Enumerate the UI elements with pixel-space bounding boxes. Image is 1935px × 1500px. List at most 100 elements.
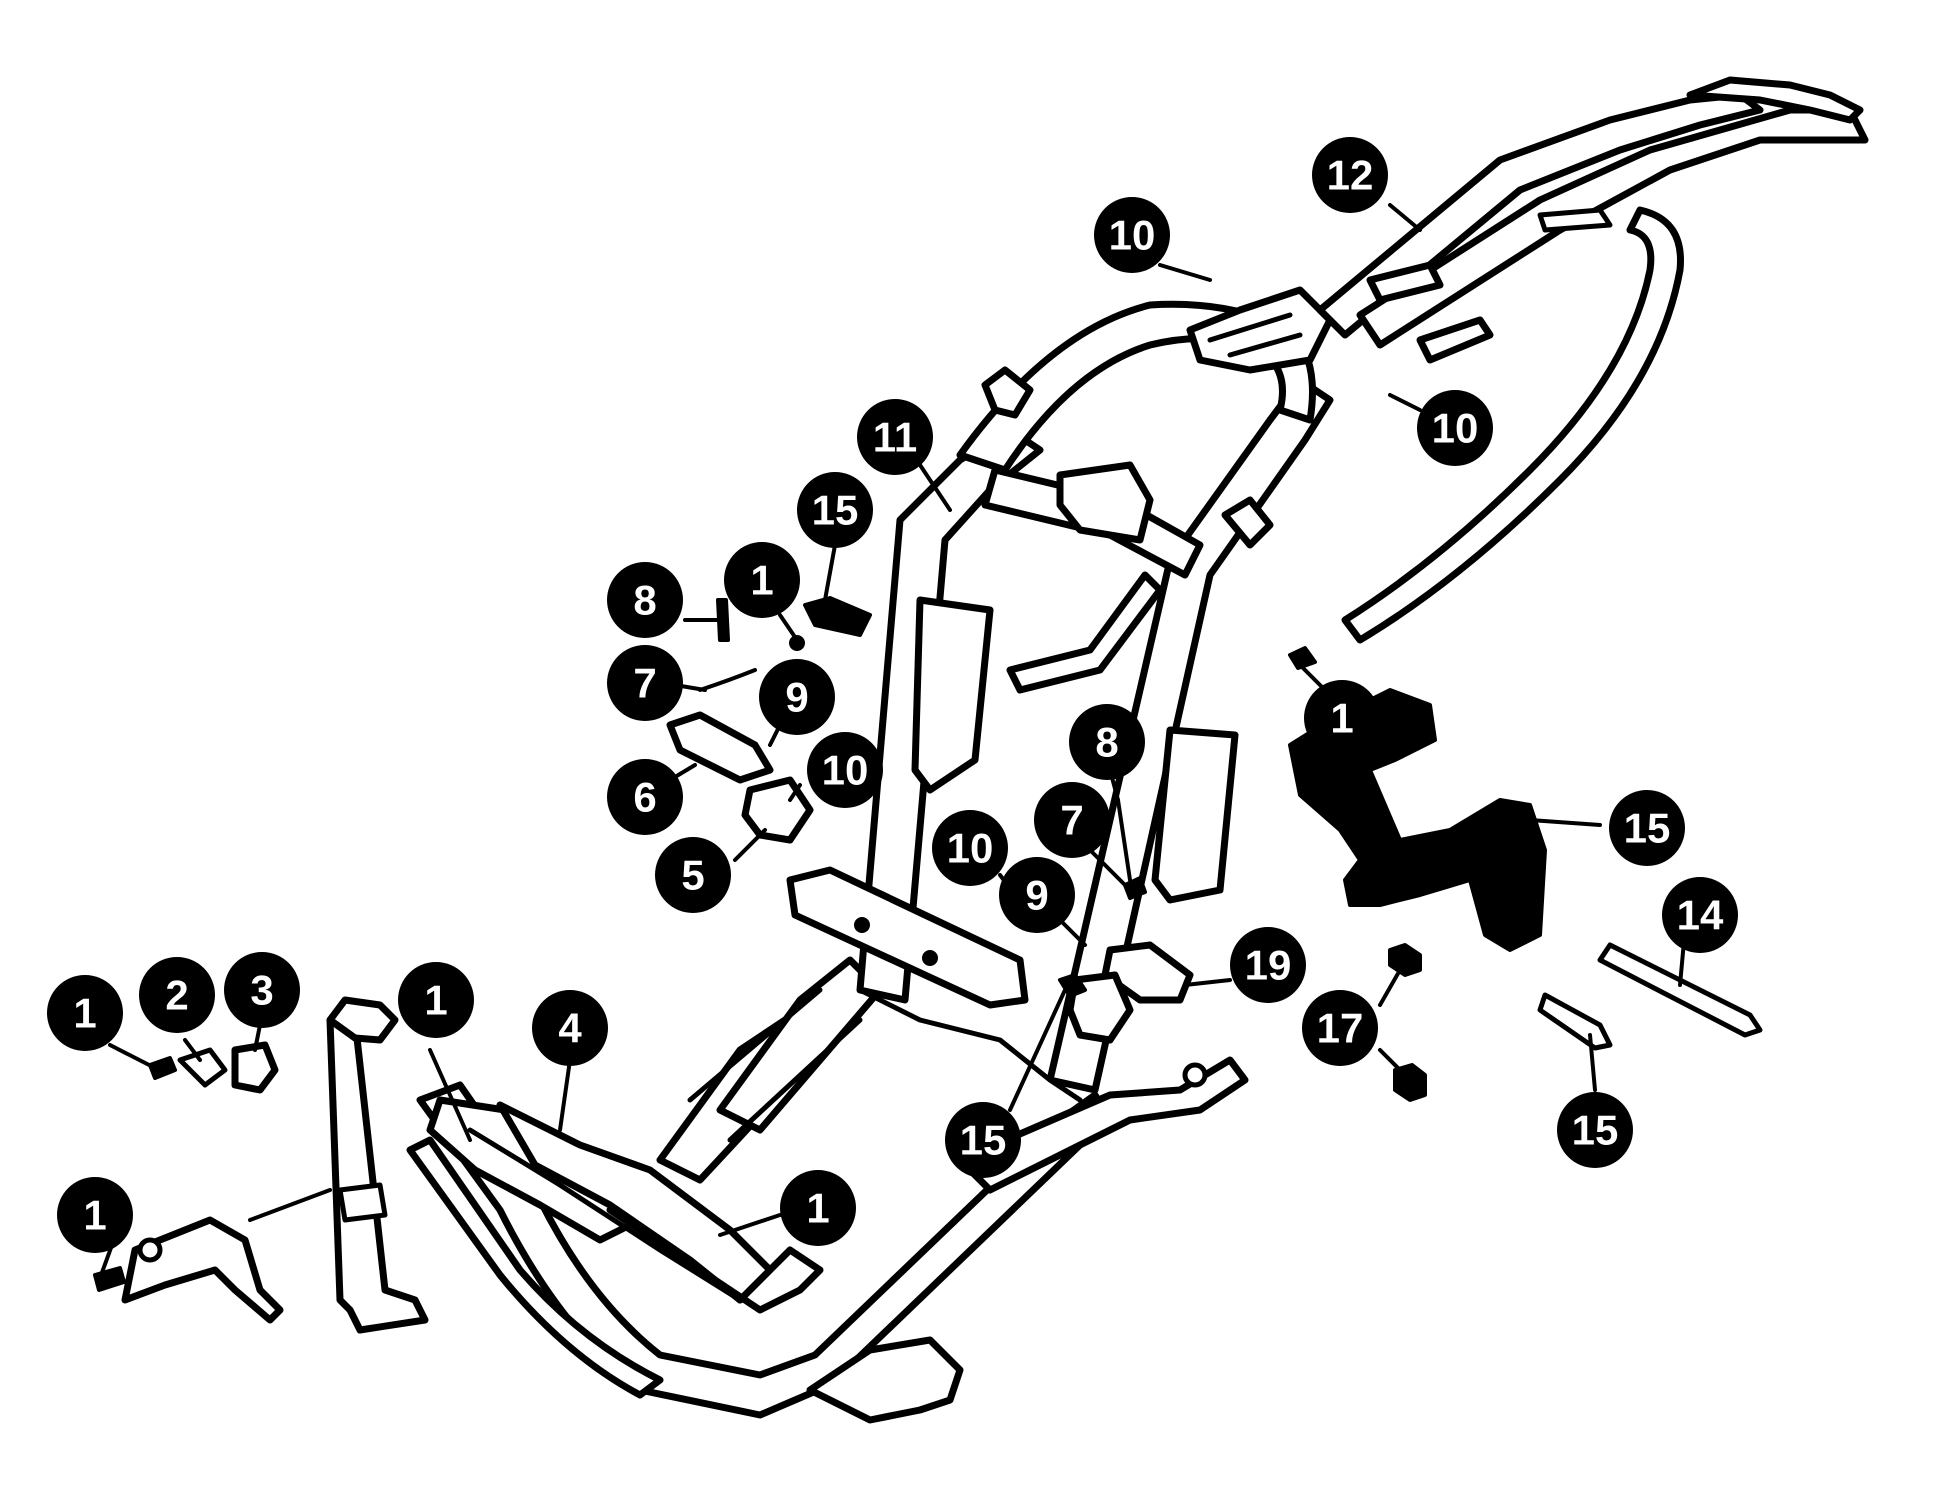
clamp-piece-2 bbox=[177, 1047, 228, 1088]
callout-1: 1 bbox=[57, 1177, 133, 1253]
leader-c10c bbox=[1388, 393, 1422, 412]
callout-9: 9 bbox=[999, 857, 1075, 933]
callout-label: 1 bbox=[1330, 695, 1353, 742]
center-gusset-left bbox=[911, 596, 994, 794]
callout-1: 1 bbox=[47, 975, 123, 1051]
bolt-part-15-upper-left bbox=[803, 596, 872, 637]
nut-part-17-lower bbox=[1393, 1063, 1427, 1102]
swingarm-pivot-bracket bbox=[1288, 688, 1547, 952]
callout-10: 10 bbox=[932, 810, 1008, 886]
bolt-part-8-left bbox=[716, 598, 730, 642]
callout-label: 12 bbox=[1327, 152, 1374, 199]
callout-label: 1 bbox=[83, 1192, 106, 1239]
callout-2: 2 bbox=[139, 957, 215, 1033]
callout-label: 3 bbox=[250, 967, 273, 1014]
leader-c15d bbox=[1588, 1033, 1597, 1092]
leader-lines bbox=[98, 203, 1687, 1280]
callout-10: 10 bbox=[807, 732, 883, 808]
rear-subframe-tab-1 bbox=[1366, 261, 1444, 304]
callout-label: 2 bbox=[165, 972, 188, 1019]
callout-15: 15 bbox=[797, 472, 873, 548]
leader-c5 bbox=[733, 828, 767, 862]
pin-part-7-left bbox=[698, 668, 757, 692]
center-gusset-right bbox=[1151, 726, 1239, 904]
cross-member-hole-1 bbox=[854, 917, 870, 933]
callout-10: 10 bbox=[1417, 390, 1493, 466]
leader-c1a bbox=[108, 1043, 157, 1070]
callout-label: 9 bbox=[785, 674, 808, 721]
callout-label: 17 bbox=[1317, 1005, 1364, 1052]
callout-label: 10 bbox=[1109, 212, 1156, 259]
callout-1: 1 bbox=[398, 962, 474, 1038]
callout-7: 7 bbox=[1034, 782, 1110, 858]
leader-c4 bbox=[558, 1058, 572, 1132]
callout-label: 8 bbox=[1095, 719, 1118, 766]
front-mount-to-head bbox=[248, 1188, 332, 1222]
rear-loop-rail bbox=[1341, 206, 1684, 644]
front-mount-bracket bbox=[121, 1216, 284, 1324]
callout-3: 3 bbox=[224, 952, 300, 1028]
rear-subframe-tail bbox=[1686, 76, 1864, 124]
callout-1: 1 bbox=[1304, 680, 1380, 756]
footrest-left bbox=[666, 711, 774, 784]
callout-label: 11 bbox=[873, 414, 917, 461]
leader-c1d bbox=[98, 1243, 114, 1280]
callout-15: 15 bbox=[1609, 790, 1685, 866]
bolt-part-1-right bbox=[1288, 646, 1317, 670]
footrest-bracket-left bbox=[741, 776, 814, 844]
callout-9: 9 bbox=[759, 659, 835, 735]
leader-c19 bbox=[1183, 978, 1232, 987]
leader-c1b bbox=[428, 1048, 472, 1142]
front-floor-box-3 bbox=[606, 1206, 824, 1314]
leader-c15b bbox=[1528, 818, 1602, 827]
leader-c17-up bbox=[1378, 968, 1402, 1007]
callout-label: 15 bbox=[960, 1117, 1007, 1164]
leader-c15c bbox=[1008, 988, 1067, 1112]
callout-label: 10 bbox=[1432, 405, 1479, 452]
side-tab-right bbox=[1221, 496, 1274, 549]
callout-5: 5 bbox=[655, 837, 731, 913]
leader-c12 bbox=[1388, 203, 1422, 232]
callout-label: 15 bbox=[1572, 1107, 1619, 1154]
callout-label: 8 bbox=[633, 577, 656, 624]
leader-c1c bbox=[718, 1213, 782, 1237]
nut-part-17-upper bbox=[1388, 943, 1422, 977]
pin-part-8-right bbox=[1116, 798, 1132, 882]
callout-11: 11 bbox=[857, 399, 933, 475]
leader-c15a bbox=[823, 543, 837, 602]
callout-label: 1 bbox=[73, 990, 96, 1037]
rear-upper-bracket bbox=[1186, 286, 1334, 374]
upper-cross-box bbox=[1056, 461, 1154, 544]
main-tube-left bbox=[856, 426, 1044, 1004]
callout-label: 1 bbox=[424, 977, 447, 1024]
callout-15: 15 bbox=[945, 1102, 1021, 1178]
callout-label: 10 bbox=[822, 747, 869, 794]
side-tab-left bbox=[981, 366, 1034, 419]
floor-rail-inner bbox=[406, 1136, 664, 1399]
front-mount-bracket-hole bbox=[137, 1237, 163, 1263]
callout-1: 1 bbox=[724, 542, 800, 618]
leader-c3 bbox=[253, 1023, 262, 1052]
leader-c10b bbox=[1158, 263, 1212, 282]
rear-subframe-side-bracket bbox=[1416, 316, 1494, 364]
callout-8: 8 bbox=[607, 562, 683, 638]
frame-lower-joint bbox=[857, 987, 1083, 1103]
clamp-piece-3 bbox=[231, 1041, 279, 1094]
callout-label: 7 bbox=[633, 660, 656, 707]
steering-head-top bbox=[326, 996, 399, 1044]
callout-8: 8 bbox=[1069, 704, 1145, 780]
bolt-part-1-upper-left bbox=[148, 1056, 177, 1080]
pin-part-7-right bbox=[1123, 876, 1147, 900]
callout-7: 7 bbox=[607, 645, 683, 721]
callout-4: 4 bbox=[532, 990, 608, 1066]
callout-label: 1 bbox=[806, 1185, 829, 1232]
callout-label: 6 bbox=[633, 774, 656, 821]
callout-label: 14 bbox=[1677, 892, 1724, 939]
callout-1: 1 bbox=[780, 1170, 856, 1246]
callout-label: 7 bbox=[1060, 797, 1083, 844]
leader-c10a bbox=[788, 783, 802, 802]
callout-label: 10 bbox=[947, 825, 994, 872]
rear-floor-plate-hole bbox=[1182, 1062, 1208, 1088]
callout-17: 17 bbox=[1302, 990, 1378, 1066]
